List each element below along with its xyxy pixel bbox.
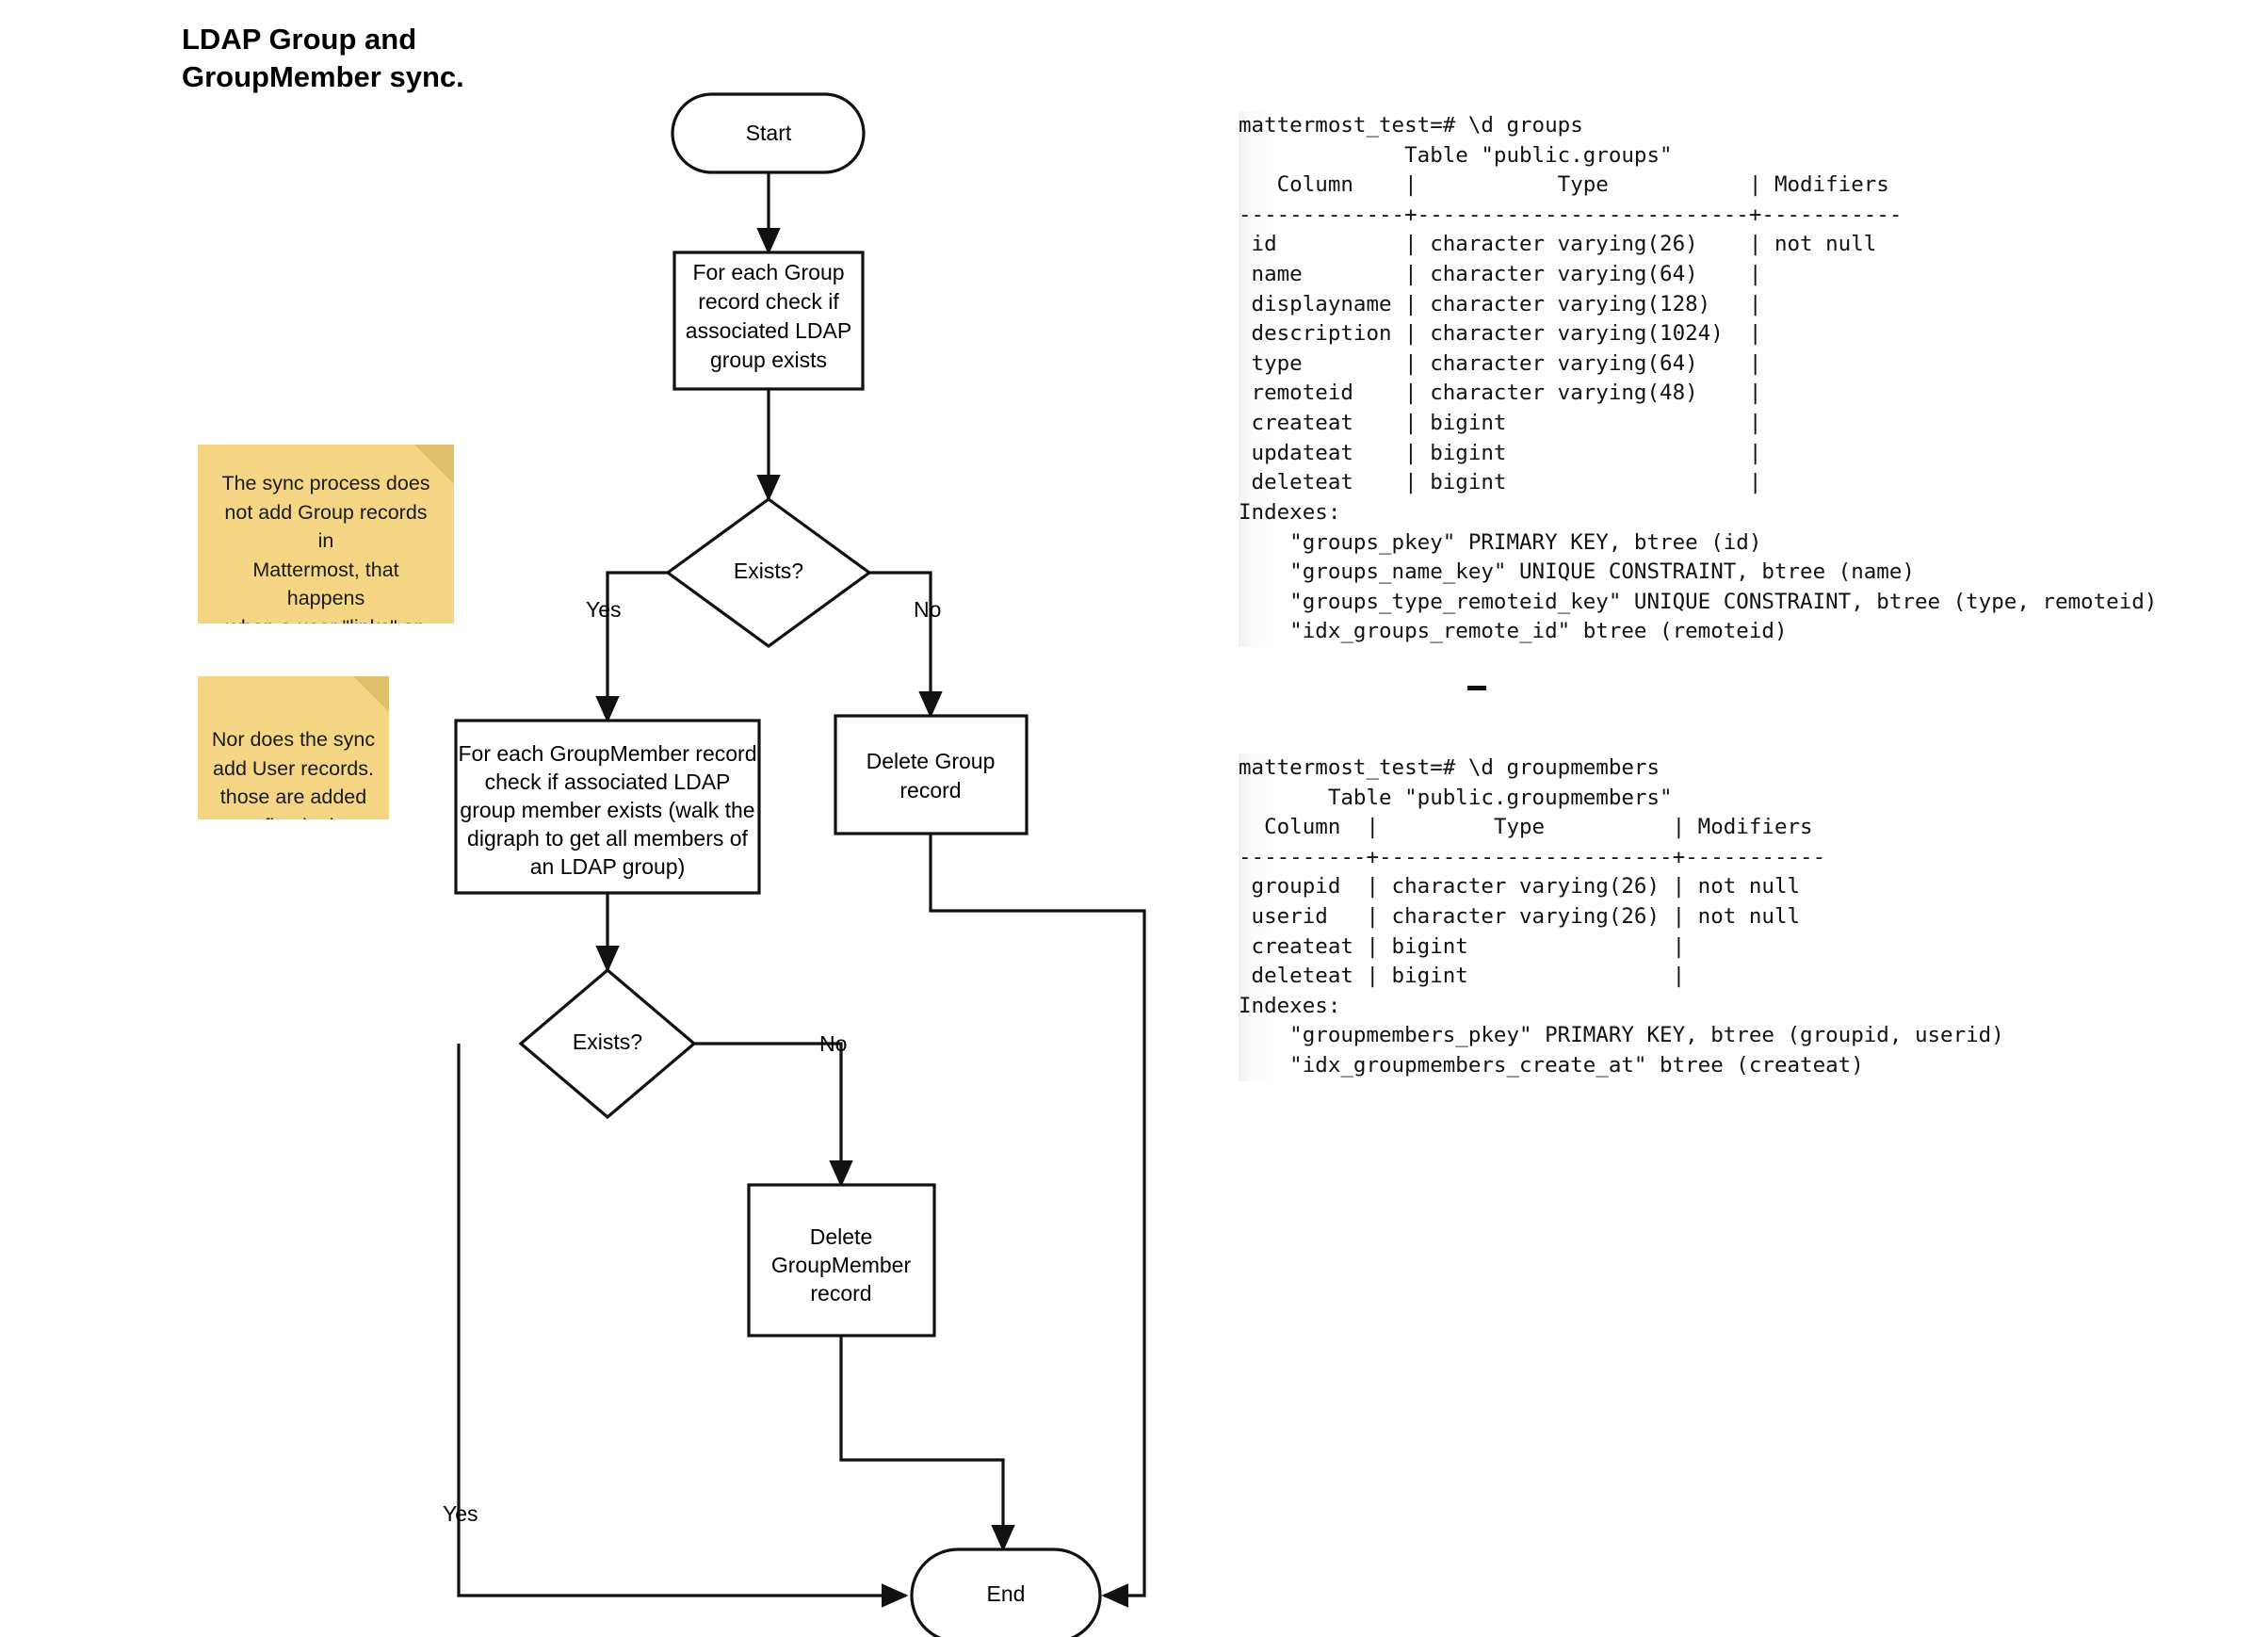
node-delete-groupmember-record[interactable]: Delete GroupMember record	[747, 1183, 936, 1337]
node-check-gm-line-1: For each GroupMember record	[458, 741, 756, 766]
sticky-note-text: Nor does the sync add User records. thos…	[211, 728, 376, 819]
edge-exists1-yes	[595, 571, 668, 723]
edge-delete-group-to-end	[929, 834, 1146, 1608]
node-check-group-line-3: associated LDAP	[686, 318, 851, 343]
node-delete-gm-line-1: Delete	[810, 1224, 872, 1249]
node-exists-2-label: Exists?	[573, 1029, 642, 1054]
edge-label-exists1-yes: Yes	[586, 597, 622, 622]
sticky-note-group-sync: The sync process does not add Group reco…	[198, 445, 454, 624]
node-check-group-record[interactable]: For each Group record check if associate…	[672, 251, 865, 391]
node-exists-decision-1[interactable]: Exists?	[665, 497, 872, 648]
node-end-label: End	[987, 1581, 1026, 1606]
node-check-gm-line-4: digraph to get all members of	[467, 826, 748, 851]
node-delete-gm-line-3: record	[810, 1281, 871, 1305]
node-start[interactable]: Start	[671, 92, 866, 174]
node-exists-1-label: Exists?	[734, 559, 803, 583]
node-check-gm-line-3: group member exists (walk the	[460, 798, 754, 822]
node-check-gm-line-5: an LDAP group)	[530, 854, 686, 879]
sticky-note-user-sync: Nor does the sync add User records. thos…	[198, 676, 389, 819]
node-exists-decision-2[interactable]: Exists?	[518, 967, 697, 1120]
node-start-label: Start	[746, 121, 792, 145]
edge-delete-groupmember-to-end	[839, 1336, 1015, 1552]
node-check-gm-line-2: check if associated LDAP	[485, 770, 731, 794]
terminal-output-groupmembers: mattermost_test=# \d groupmembers Table …	[1239, 754, 2004, 1081]
node-delete-group-line-1: Delete Group	[867, 749, 996, 773]
page-title: LDAP Group and GroupMember sync.	[182, 23, 464, 93]
edge-exists1-no	[869, 571, 943, 719]
edge-label-exists2-no: No	[819, 1031, 847, 1056]
node-check-group-line-2: record check if	[698, 289, 839, 314]
node-delete-group-record[interactable]: Delete Group record	[834, 714, 1029, 835]
node-end[interactable]: End	[910, 1548, 1102, 1637]
terminal-output-groups: mattermost_test=# \d groups Table "publi…	[1239, 111, 2158, 647]
node-delete-gm-line-2: GroupMember	[771, 1253, 912, 1277]
edge-label-exists2-yes: Yes	[443, 1501, 478, 1526]
note-fold-corner-icon	[414, 445, 454, 484]
edge-exists2-no	[694, 1042, 853, 1188]
note-fold-corner-icon	[353, 676, 389, 712]
edge-label-exists1-no: No	[914, 597, 941, 622]
terminal-cursor-icon	[1467, 686, 1486, 690]
edge-exists2-yes-to-end	[457, 1044, 909, 1608]
node-delete-group-line-2: record	[899, 778, 961, 802]
sticky-note-text: The sync process does not add Group reco…	[221, 472, 430, 624]
node-check-group-line-1: For each Group	[692, 260, 844, 284]
node-check-group-line-4: group exists	[710, 348, 827, 372]
node-check-groupmember-record[interactable]: For each GroupMember record check if ass…	[454, 719, 761, 895]
